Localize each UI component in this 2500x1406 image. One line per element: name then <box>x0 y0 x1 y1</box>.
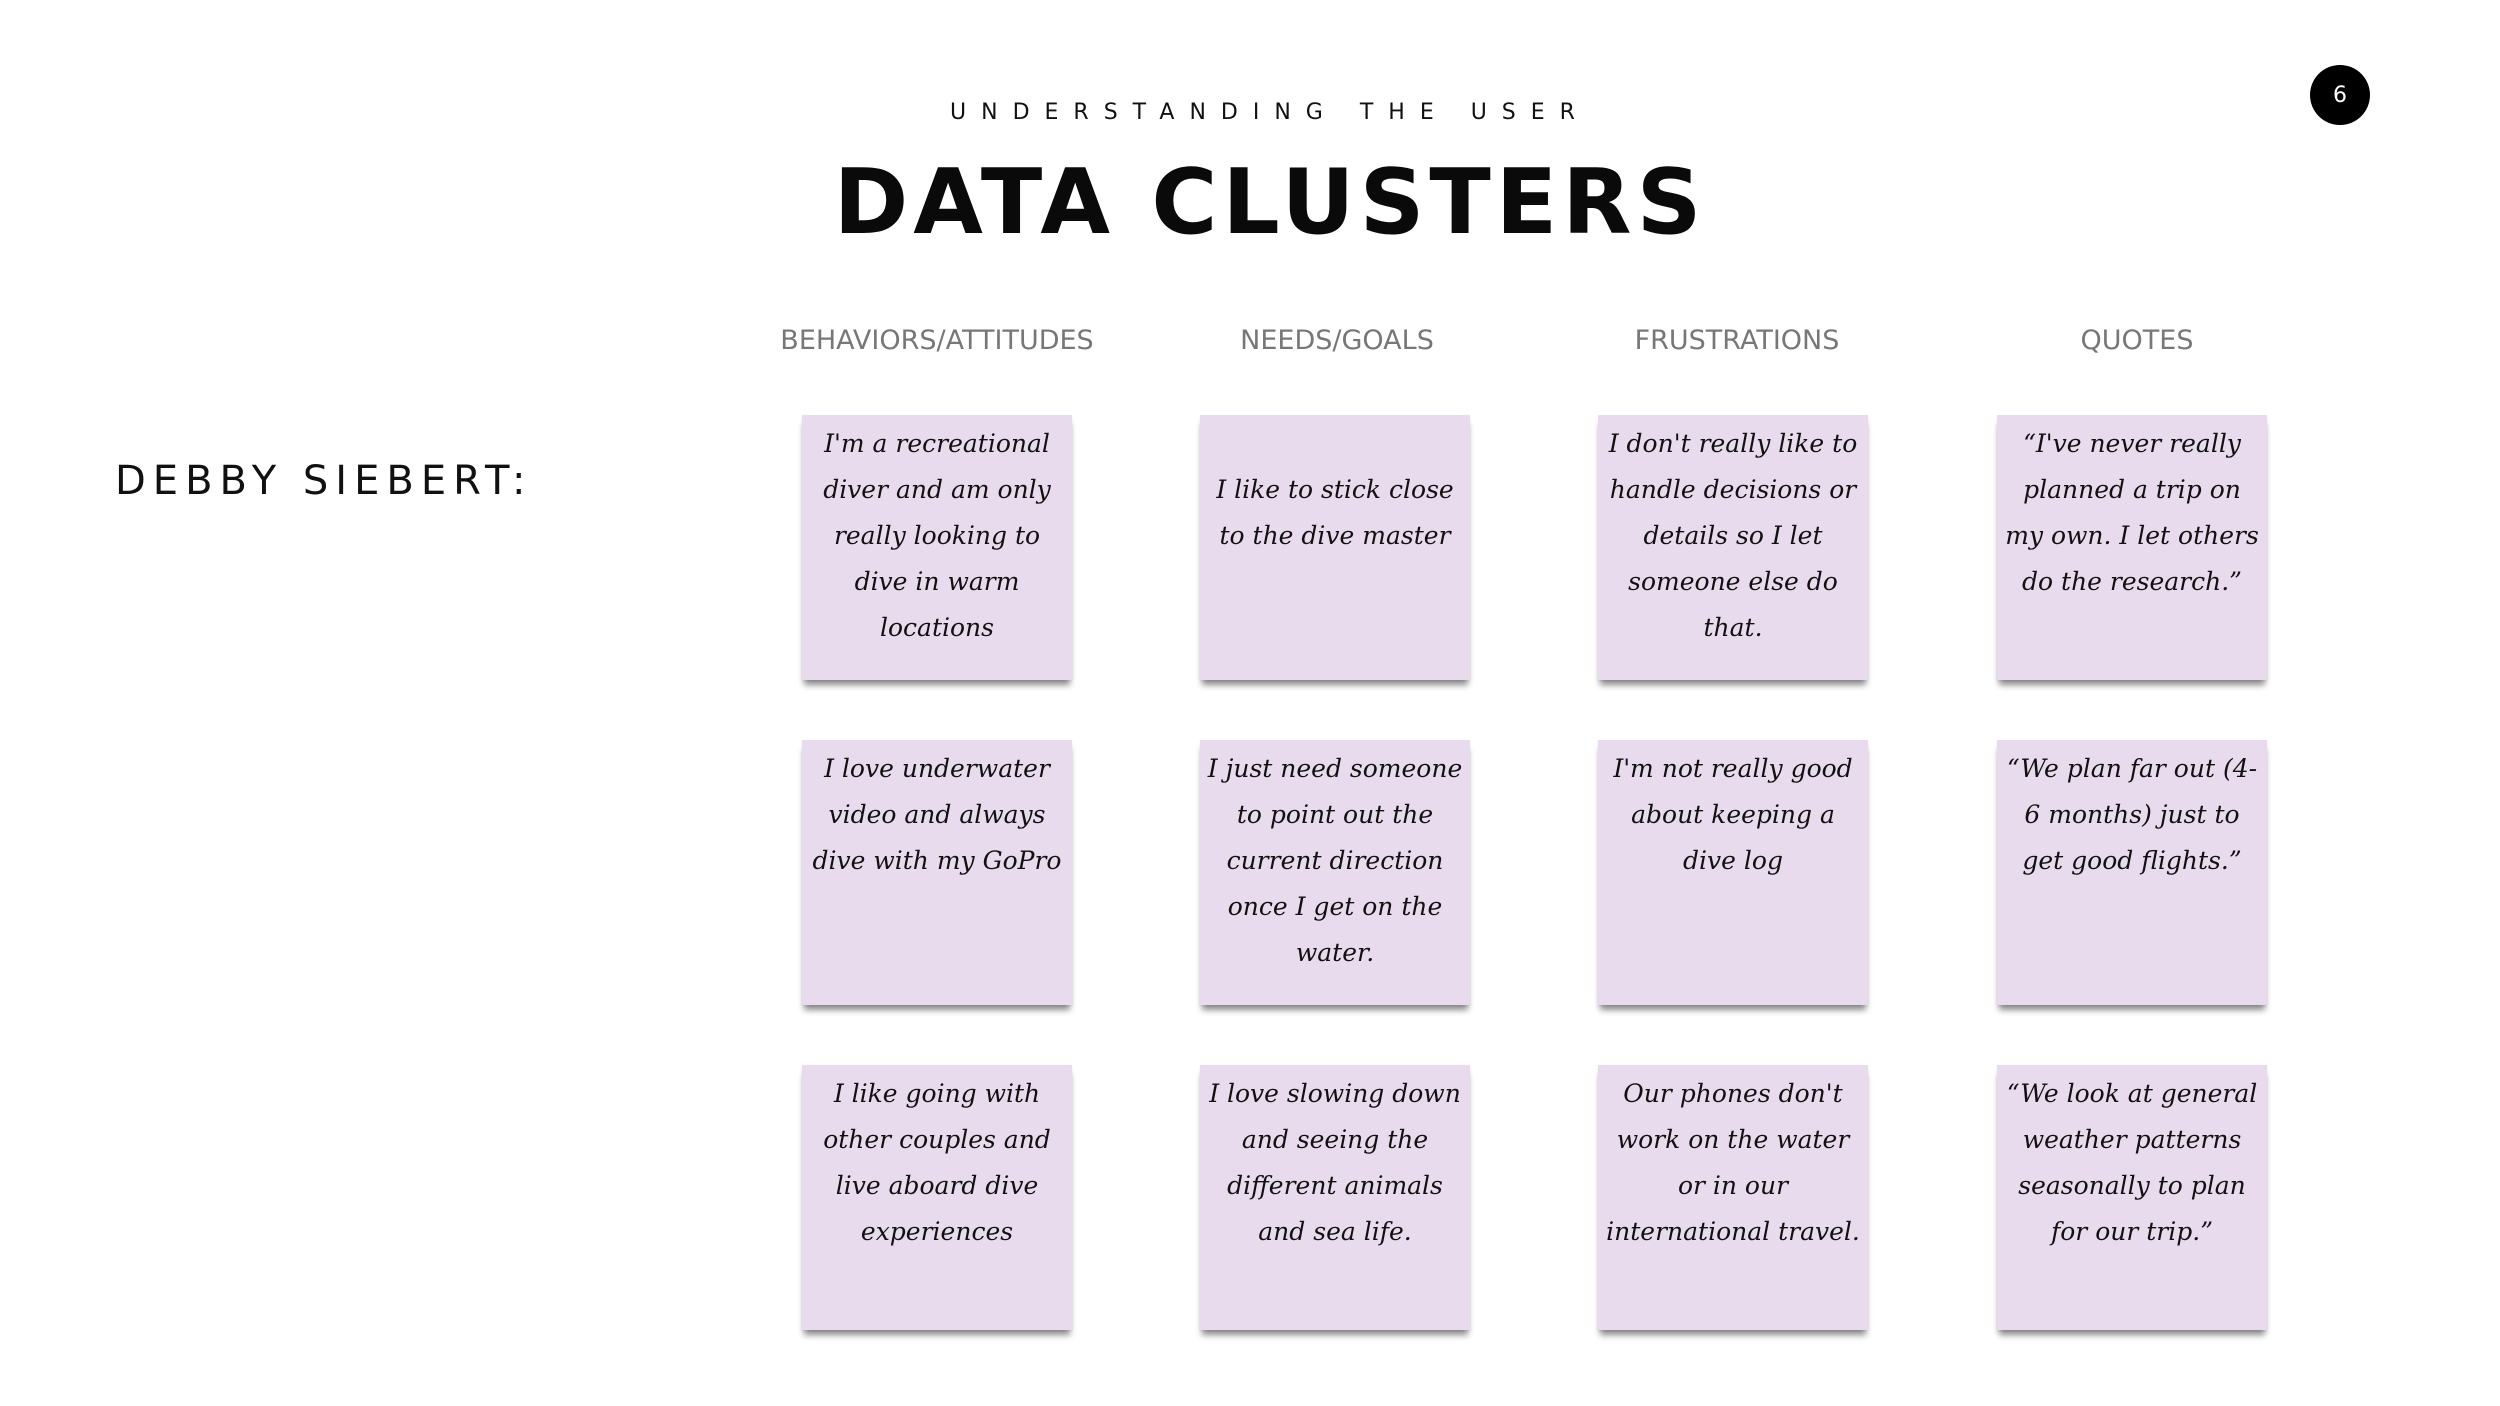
sticky-note-text: “We look at general weather patterns sea… <box>2006 1079 2258 1246</box>
sticky-note-text: I'm not really good about keeping a dive… <box>1613 754 1853 875</box>
sticky-note: I just need someone to point out the cur… <box>1200 740 1470 1005</box>
sticky-note: I'm not really good about keeping a dive… <box>1598 740 1868 1005</box>
sticky-note-text: I don't really like to handle decisions … <box>1608 429 1858 642</box>
column-header-behaviors: BEHAVIORS/ATTITUDES <box>780 325 1094 356</box>
column-header-frustrations: FRUSTRATIONS <box>1634 325 1840 356</box>
sticky-note-text: I love slowing down and seeing the diffe… <box>1209 1079 1461 1246</box>
sticky-note: I love underwater video and always dive … <box>802 740 1072 1005</box>
sticky-note: Our phones don't work on the water or in… <box>1598 1065 1868 1330</box>
sticky-note-text: I just need someone to point out the cur… <box>1207 754 1463 967</box>
sticky-note-text: I love underwater video and always dive … <box>812 754 1062 875</box>
sticky-note-text: “I've never really planned a trip on my … <box>2005 429 2259 596</box>
sticky-note-text: Our phones don't work on the water or in… <box>1606 1079 1860 1246</box>
persona-name: DEBBY SIEBERT: <box>115 458 533 504</box>
sticky-note: I like to stick close to the dive master <box>1200 415 1470 680</box>
page-number-badge: 6 <box>2310 65 2370 125</box>
column-header-needs: NEEDS/GOALS <box>1240 325 1434 356</box>
sticky-note: “We plan far out (4-6 months) just to ge… <box>1997 740 2267 1005</box>
sticky-note: I love slowing down and seeing the diffe… <box>1200 1065 1470 1330</box>
sticky-note-text: “We plan far out (4-6 months) just to ge… <box>2006 754 2258 875</box>
sticky-note: I like going with other couples and live… <box>802 1065 1072 1330</box>
slide-subtitle: UNDERSTANDING THE USER <box>950 100 1590 125</box>
sticky-note-text: I like to stick close to the dive master <box>1216 475 1454 550</box>
sticky-note-text: I like going with other couples and live… <box>823 1079 1051 1246</box>
sticky-note-text: I'm a recreational diver and am only rea… <box>823 429 1051 642</box>
sticky-note: “We look at general weather patterns sea… <box>1997 1065 2267 1330</box>
sticky-note: I don't really like to handle decisions … <box>1598 415 1868 680</box>
sticky-note: I'm a recreational diver and am only rea… <box>802 415 1072 680</box>
slide-title: DATA CLUSTERS <box>833 150 1707 255</box>
column-header-quotes: QUOTES <box>2080 325 2194 356</box>
sticky-note: “I've never really planned a trip on my … <box>1997 415 2267 680</box>
